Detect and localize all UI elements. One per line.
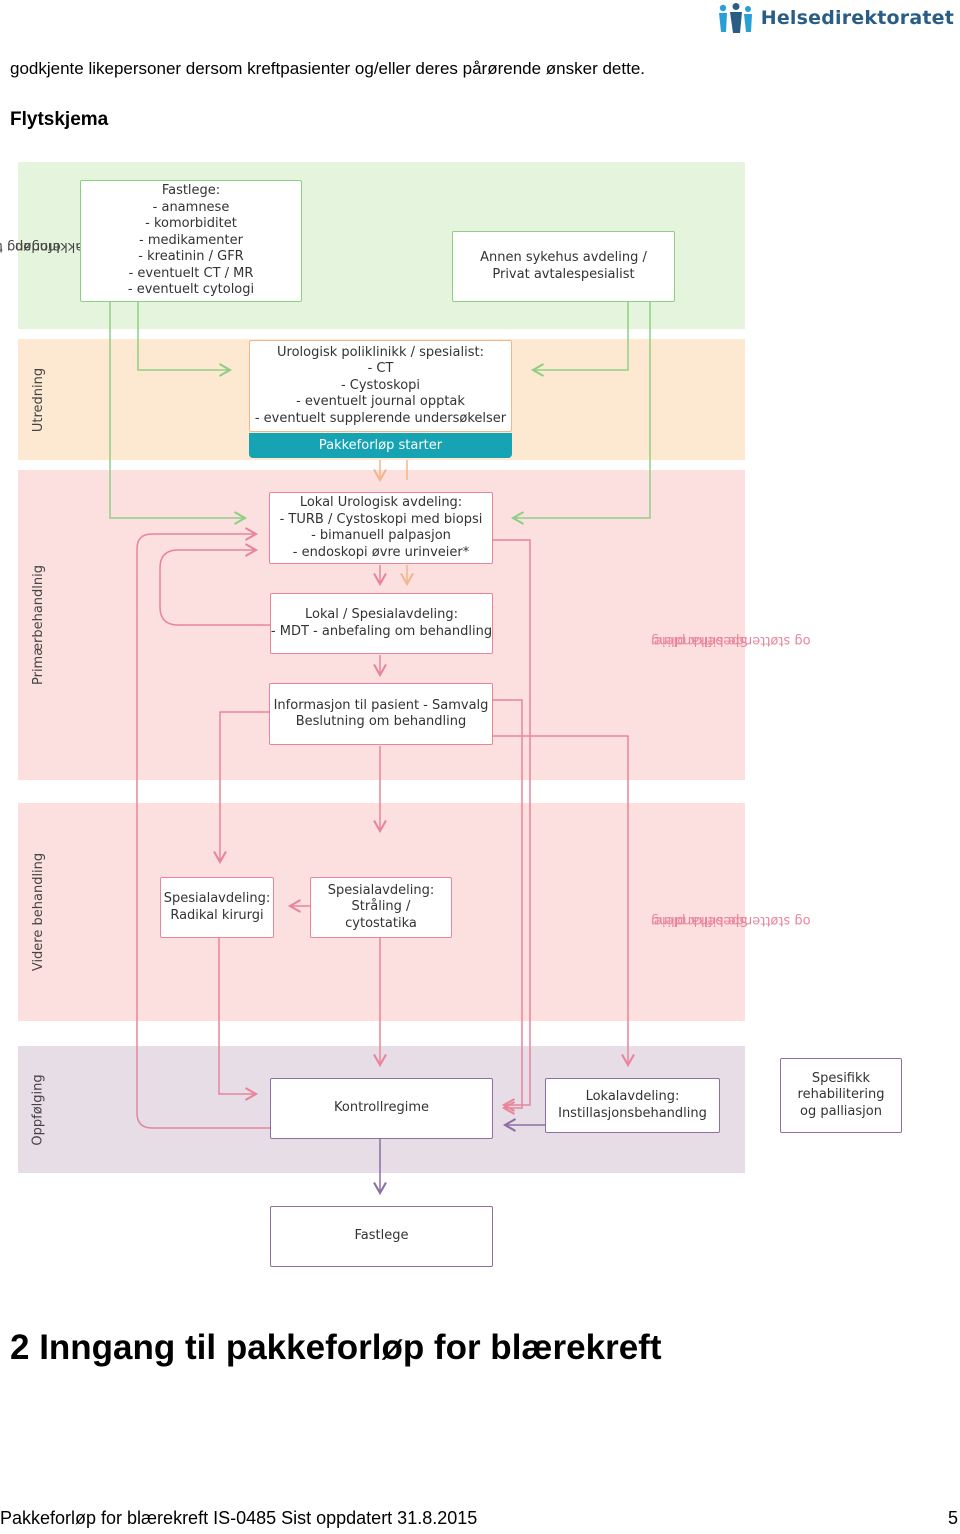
box-line: Privat avtalespesialist [492,266,635,282]
box-kontrollregime: Kontrollregime [270,1078,493,1139]
box-line: Spesialavdeling: [327,882,435,898]
flowchart-connectors [109,302,651,1196]
box-line: - Cystoskopi [340,377,421,393]
box-urologisk-poliklinikk: Urologisk poliklinikk / spesialist: - CT… [249,340,512,432]
pakkeforlop-starter-label: Pakkeforløp starter [249,433,512,458]
box-line: - eventuelt cytologi [127,282,255,298]
box-line: - medikamenter [139,232,243,248]
box-line: rehabilitering [797,1087,885,1103]
box-spesifikk-rehabilitering: Spesifikk rehabilitering og palliasjon [780,1058,902,1133]
box-lokal-urologisk: Lokal Urologisk avdeling: - TURB / Cysto… [269,492,493,564]
box-line: Fastlege: [161,183,221,199]
box-straling: Spesialavdeling: Stråling / cytostatika [310,877,452,938]
box-fastlege-ut: Fastlege [270,1206,493,1267]
box-line: - endoskopi øvre urinveier* [292,544,470,560]
box-informasjon: Informasjon til pasient - Samvalg Beslut… [269,683,493,745]
box-line: - TURB / Cystoskopi med biopsi [279,511,483,527]
footer-text: Pakkeforløp for blærekreft IS-0485 Sist … [0,1508,478,1528]
box-line: Spesialavdeling: [163,891,271,906]
box-mdt: Lokal / Spesialavdeling: - MDT - anbefal… [270,593,493,654]
page-number: 5 [947,1508,958,1528]
box-annen-avdeling: Annen sykehus avdeling / Privat avtalesp… [452,231,675,302]
box-line: - kreatinin / GFR [138,249,244,265]
logo-text: Helsedirektoratet [760,7,954,29]
box-line: Fastlege [354,1228,409,1244]
box-line: - eventuelt journal opptak [296,394,465,410]
section-heading: 2 Inngang til pakkeforløp for blærekreft [10,1328,662,1367]
box-line: - bimanuell palpasjon [311,528,451,543]
box-line: Informasjon til pasient - Samvalg [273,697,489,713]
box-line: - eventuelt CT / MR [128,265,254,281]
box-line: Instillasjonsbehandling [558,1105,707,1121]
box-line: Lokal Urologisk avdeling: [299,495,463,510]
box-line: Lokalavdeling: [585,1089,680,1104]
logo: Helsedirektoratet [717,2,954,34]
box-line: Beslutning om behandling [295,714,467,729]
box-line: Urologisk poliklinikk / spesialist: [277,344,484,360]
box-line: Kontrollregime [334,1100,429,1116]
box-radikal-kirurgi: Spesialavdeling: Radikal kirurgi [160,877,274,938]
box-line: Lokal / Spesialavdeling: [305,607,458,622]
box-line: Stråling / [351,899,411,915]
box-line: - CT [367,361,394,377]
helsedirektoratet-logo-icon [718,3,752,33]
box-fastlege-inngang: Fastlege: - anamnese - komorbiditet - me… [80,180,302,302]
box-line: Radikal kirurgi [170,907,264,923]
box-line: - eventuelt supplerende undersøkelser [254,410,507,426]
box-line: Annen sykehus avdeling / [480,250,647,265]
box-line: - MDT - anbefaling om behandling [270,623,493,639]
box-line: cytostatika [345,915,417,931]
box-instillasjon: Lokalavdeling: Instillasjonsbehandling [545,1078,720,1133]
flowchart-heading: Flytskjema [10,109,109,130]
box-line: Spesifikk [811,1070,871,1086]
box-line: - komorbiditet [145,216,237,232]
box-line: og palliasjon [800,1103,882,1119]
box-line: - anamnese [152,199,230,215]
intro-paragraph: godkjente likepersoner dersom kreftpasie… [10,59,646,78]
